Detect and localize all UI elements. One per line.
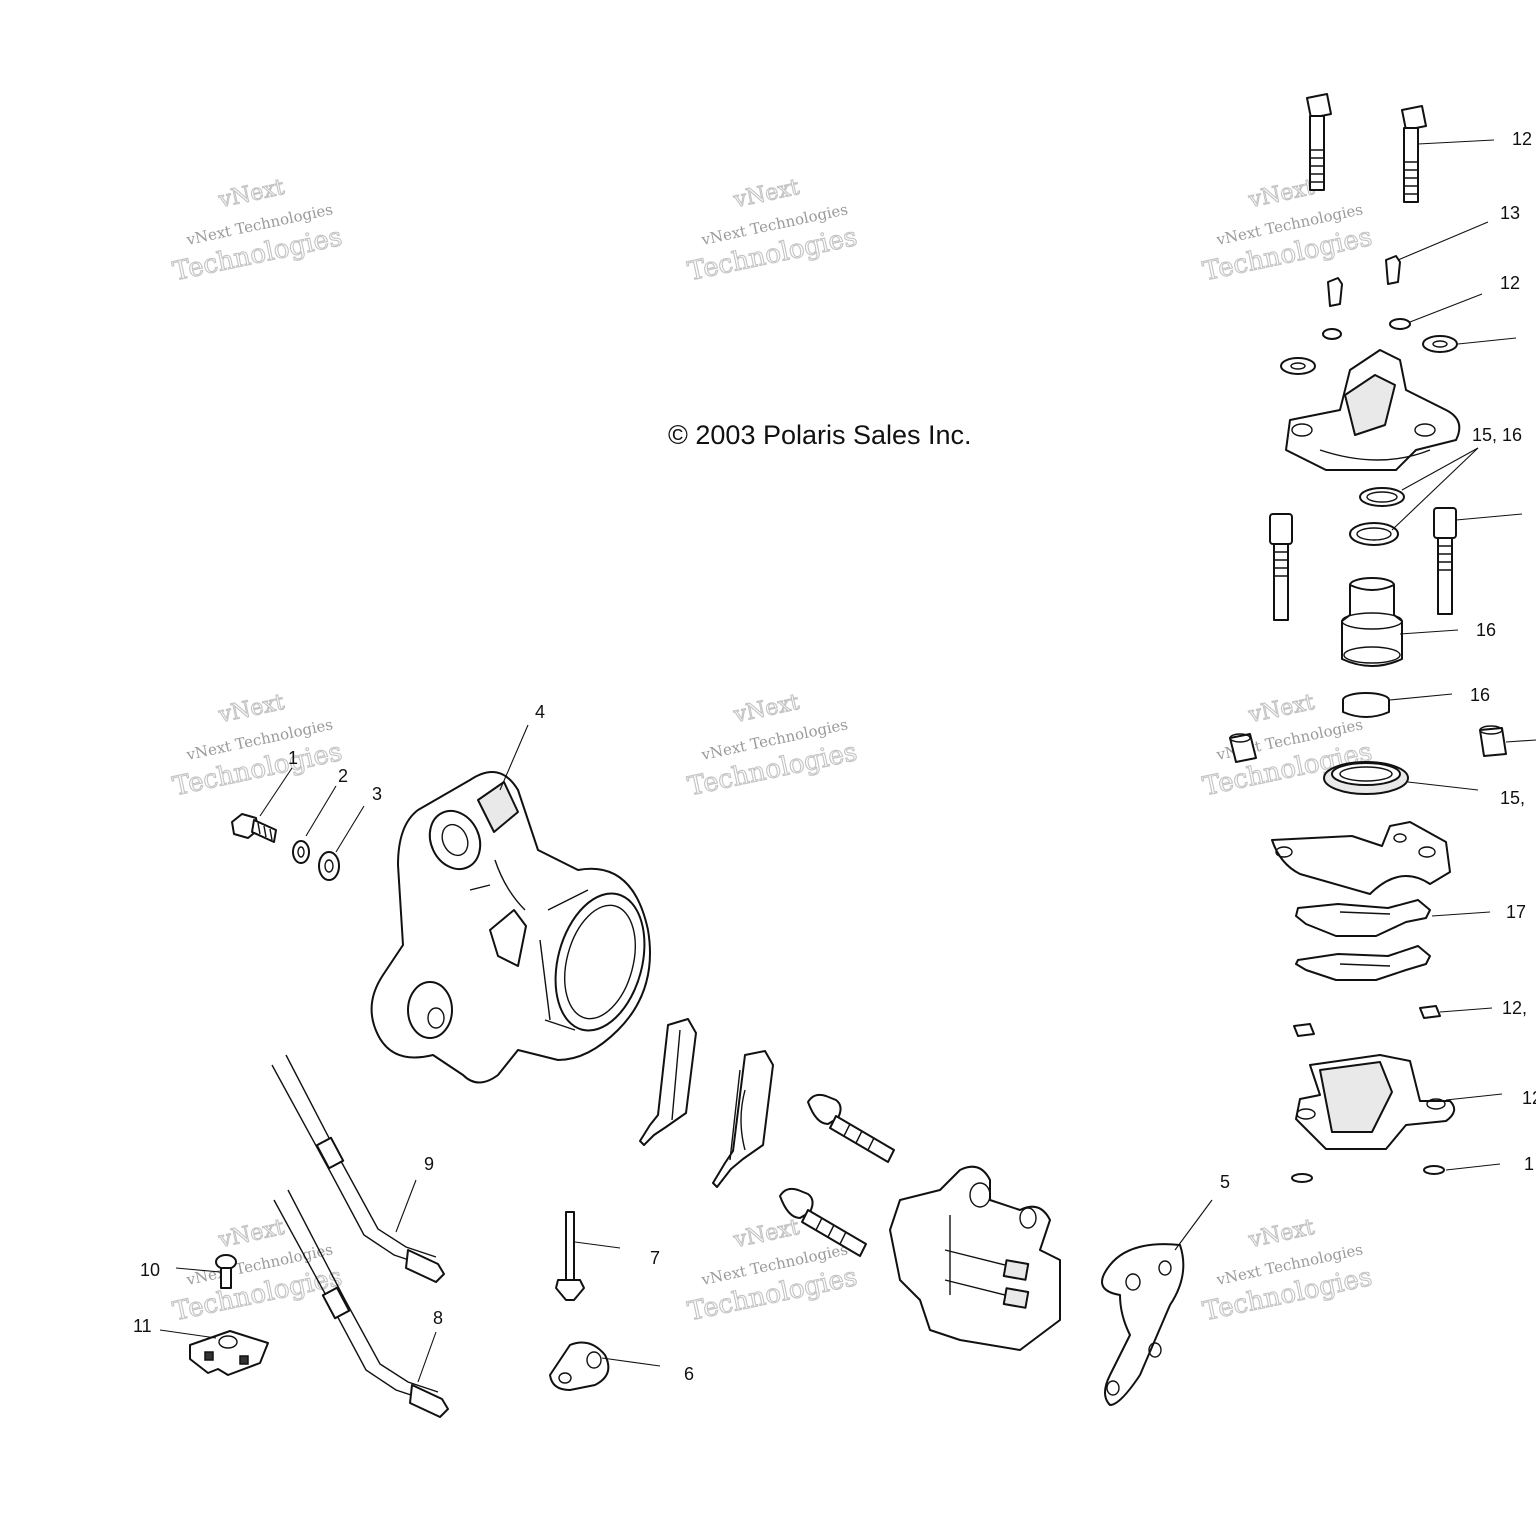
part-piston-16 bbox=[1341, 577, 1403, 667]
callout-4: 4 bbox=[535, 702, 545, 722]
part-brake-pad-right bbox=[712, 1050, 774, 1188]
callout-7: 7 bbox=[650, 1248, 660, 1268]
callout-13: 13 bbox=[1500, 203, 1520, 223]
part-bleeder-right bbox=[1385, 255, 1401, 285]
callout-5: 5 bbox=[1220, 1172, 1230, 1192]
part-caliper-housing-lower bbox=[1295, 1054, 1456, 1150]
copyright-notice: © 2003 Polaris Sales Inc. bbox=[668, 420, 972, 450]
callout-11: 11 bbox=[133, 1316, 152, 1336]
part-clip-11 bbox=[189, 1330, 269, 1376]
part-caliper-bolt-upper bbox=[807, 1093, 895, 1163]
watermark: vNext vNext Technologies Technologies bbox=[685, 174, 861, 287]
part-brake-line-9 bbox=[271, 1054, 445, 1283]
svg-text:vNext: vNext bbox=[216, 690, 287, 728]
svg-text:vNext: vNext bbox=[1246, 690, 1317, 728]
watermark: vNext vNext Technologies Technologies bbox=[1200, 1214, 1376, 1327]
callout-17: 17 bbox=[1506, 902, 1526, 922]
callout-3: 3 bbox=[372, 784, 382, 804]
part-brake-line-8 bbox=[273, 1189, 449, 1418]
callout-12-housing: 12 bbox=[1522, 1088, 1536, 1108]
callout-10: 10 bbox=[140, 1260, 160, 1280]
svg-text:vNext: vNext bbox=[731, 1215, 802, 1253]
part-caps bbox=[1293, 1005, 1441, 1037]
part-pad-17-upper bbox=[1295, 899, 1431, 937]
callout-15-seal: 15, bbox=[1500, 788, 1525, 808]
watermark: vNext vNext Technologies Technologies bbox=[685, 689, 861, 802]
watermarks: vNext vNext Technologies Technologies vN… bbox=[170, 174, 1376, 1327]
part-caliper bbox=[889, 1165, 1061, 1351]
svg-text:vNext: vNext bbox=[1246, 1215, 1317, 1253]
svg-text:vNext: vNext bbox=[216, 1215, 287, 1253]
callout-8: 8 bbox=[433, 1308, 443, 1328]
callout-6: 6 bbox=[684, 1364, 694, 1384]
part-nuts-bottom bbox=[1291, 1165, 1445, 1183]
part-rivet-7 bbox=[555, 1211, 585, 1301]
leader-lines bbox=[159, 139, 1536, 1383]
svg-text:vNext: vNext bbox=[216, 175, 287, 213]
watermark: vNext vNext Technologies Technologies bbox=[1200, 174, 1376, 287]
part-caliper-housing-upper bbox=[1285, 349, 1461, 471]
part-bracket-5 bbox=[1101, 1243, 1185, 1406]
callout-15-16: 15, 16 bbox=[1472, 425, 1522, 445]
svg-text:vNext: vNext bbox=[731, 175, 802, 213]
svg-text:vNext: vNext bbox=[1246, 175, 1317, 213]
callouts: 1 2 3 4 5 6 7 8 9 10 11 12 13 12 15, 16 … bbox=[133, 129, 1536, 1384]
part-long-bolt-right bbox=[1401, 105, 1427, 203]
callout-12-top: 12 bbox=[1512, 129, 1532, 149]
part-shim-plate bbox=[1271, 821, 1451, 895]
part-long-bolt-left bbox=[1306, 93, 1332, 191]
part-brake-pad-left bbox=[639, 1018, 697, 1146]
part-clamp-6 bbox=[549, 1341, 610, 1391]
part-bushing-left bbox=[1229, 733, 1257, 763]
watermark: vNext vNext Technologies Technologies bbox=[170, 1214, 346, 1327]
callout-2: 2 bbox=[338, 766, 348, 786]
part-seals bbox=[1349, 487, 1405, 546]
callout-12-washer: 12 bbox=[1500, 273, 1520, 293]
part-washers-top bbox=[1280, 318, 1458, 375]
part-screw-10 bbox=[215, 1254, 237, 1289]
part-seal-lower bbox=[1323, 761, 1409, 795]
svg-text:vNext: vNext bbox=[731, 690, 802, 728]
part-caliper-bolt-lower bbox=[779, 1187, 867, 1257]
watermark: vNext vNext Technologies Technologies bbox=[170, 174, 346, 287]
callout-12-cap: 12, bbox=[1502, 998, 1527, 1018]
part-washer-3 bbox=[318, 851, 340, 881]
part-piston-small-16 bbox=[1342, 692, 1390, 718]
part-pin-bolt-right bbox=[1433, 507, 1457, 615]
part-bearing-carrier-4 bbox=[370, 771, 651, 1084]
part-bolt-1 bbox=[231, 813, 277, 843]
callout-16-small: 16 bbox=[1470, 685, 1490, 705]
callout-1: 1 bbox=[288, 748, 298, 768]
callout-16-piston: 16 bbox=[1476, 620, 1496, 640]
watermark: vNext vNext Technologies Technologies bbox=[170, 689, 346, 802]
part-bleeder-left bbox=[1327, 277, 1343, 307]
callout-9: 9 bbox=[424, 1154, 434, 1174]
part-pin-bolt-left bbox=[1269, 513, 1293, 621]
part-pad-17-lower bbox=[1295, 945, 1431, 981]
part-washer-2 bbox=[292, 840, 310, 864]
part-bushing-right bbox=[1479, 725, 1507, 757]
callout-1-nut: 1 bbox=[1524, 1154, 1534, 1174]
